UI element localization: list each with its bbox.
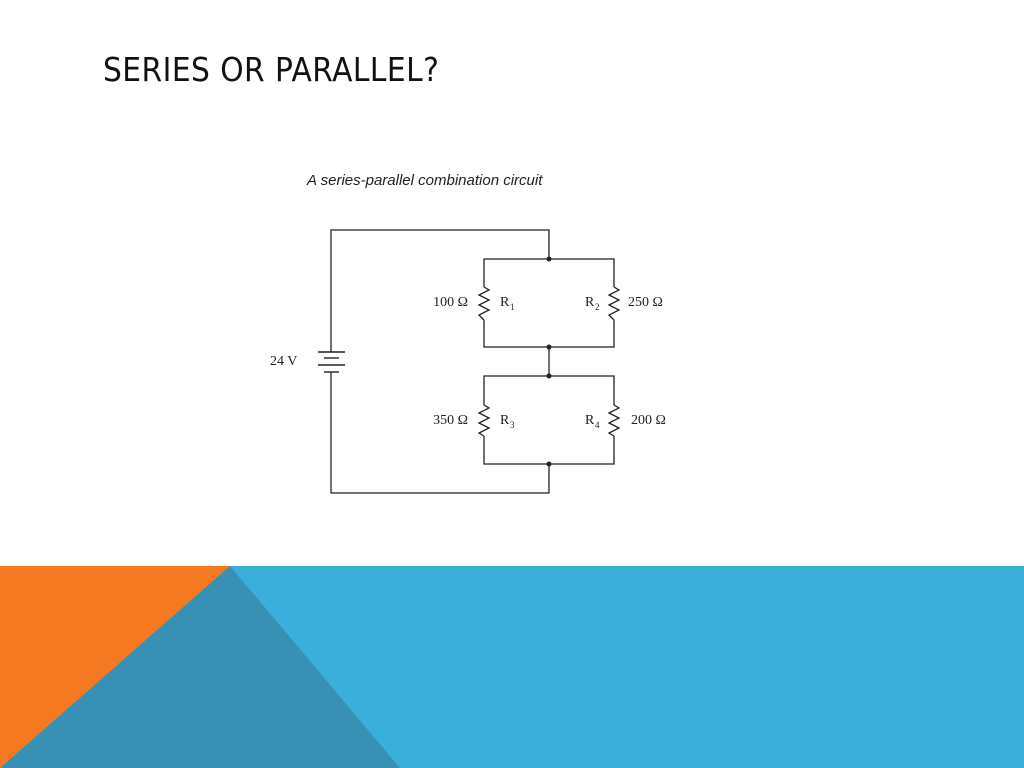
- resistor-r4-name: R: [585, 413, 595, 428]
- slide-title: SERIES OR PARALLEL?: [103, 50, 440, 89]
- resistor-r2-symbol: [607, 286, 621, 321]
- resistor-r4-symbol: [607, 404, 621, 437]
- resistor-r3-symbol: [477, 404, 491, 437]
- resistor-r1-name: R: [500, 295, 510, 310]
- resistor-r2-subscript: 2: [595, 302, 600, 312]
- battery-symbol: [318, 351, 345, 373]
- resistor-r2-name: R: [585, 295, 595, 310]
- diagram-caption: A series-parallel combination circuit: [307, 172, 543, 189]
- resistor-r3-name: R: [500, 413, 510, 428]
- resistor-r3-subscript: 3: [510, 420, 515, 430]
- resistor-r4-value: 200 Ω: [631, 413, 666, 428]
- battery-voltage-label: 24 V: [270, 354, 297, 369]
- resistor-r1-subscript: 1: [510, 302, 515, 312]
- resistor-symbols: [477, 286, 621, 437]
- resistor-r1-symbol: [477, 286, 491, 321]
- junction-dots: [546, 256, 552, 467]
- resistor-r2-value: 250 Ω: [628, 295, 663, 310]
- resistor-r3-value: 350 Ω: [433, 413, 468, 428]
- resistor-r4-subscript: 4: [595, 420, 600, 430]
- resistor-r1-value: 100 Ω: [433, 295, 468, 310]
- footer-dark-blue-triangle: [0, 566, 400, 768]
